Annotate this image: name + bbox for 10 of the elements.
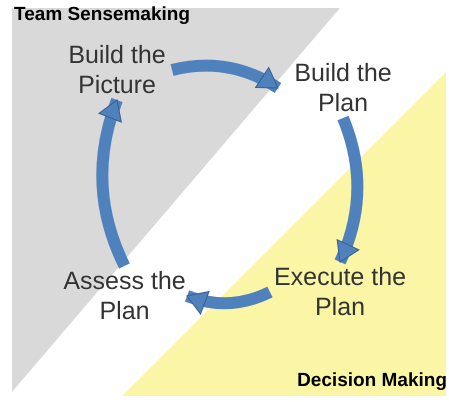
region-heading: Team Sensemaking: [14, 4, 190, 26]
region-heading: Decision Making: [297, 370, 447, 392]
step-label: Execute the Plan: [270, 262, 410, 322]
step-label: Build the Plan: [278, 58, 408, 118]
curved-arrow: [185, 286, 273, 314]
curved-arrow: [96, 98, 130, 268]
step-label: Assess the Plan: [62, 266, 187, 326]
curved-arrow: [334, 116, 364, 264]
step-label: Build the Picture: [62, 40, 172, 100]
curved-arrow: [170, 60, 282, 94]
